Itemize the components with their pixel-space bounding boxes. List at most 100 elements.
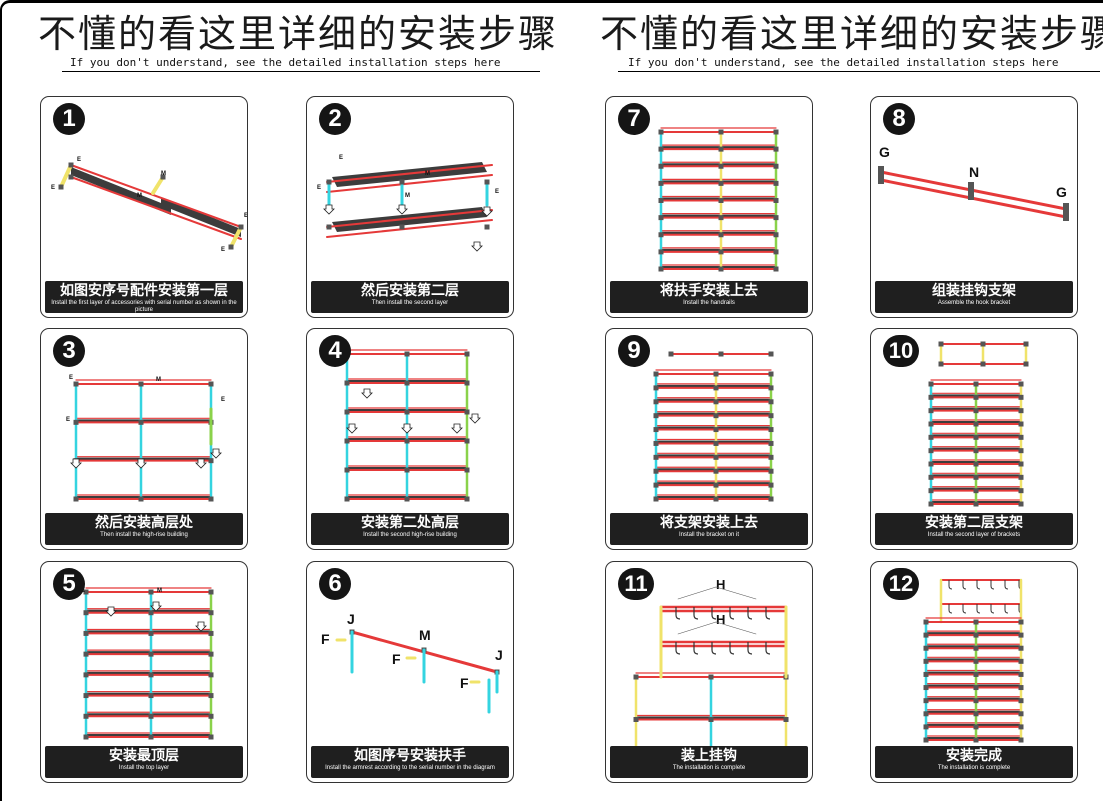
hook-icon xyxy=(990,604,995,614)
joint xyxy=(1018,737,1024,743)
rail xyxy=(326,164,493,183)
joint xyxy=(713,454,719,460)
joint xyxy=(973,394,979,400)
joint xyxy=(633,674,639,680)
hook-icon xyxy=(976,604,981,614)
step-12-illustration xyxy=(923,578,1024,743)
down-arrow-icon xyxy=(150,601,162,612)
down-arrow-icon xyxy=(401,423,413,434)
part-label: E xyxy=(69,375,73,381)
joint xyxy=(464,351,470,357)
step-caption-en: Install the second layer of brackets xyxy=(927,532,1021,538)
joint xyxy=(713,371,719,377)
joint xyxy=(653,496,659,502)
joint xyxy=(768,413,774,419)
down-arrow-icon xyxy=(451,423,463,434)
joint xyxy=(399,224,405,230)
step-caption-en: Install the second high-rise building xyxy=(363,532,457,538)
joint xyxy=(923,737,929,743)
joint xyxy=(923,724,929,730)
step-number-badge: 5 xyxy=(53,568,85,600)
joint xyxy=(713,427,719,433)
joint xyxy=(208,496,214,502)
joint xyxy=(83,589,89,595)
joint xyxy=(73,419,79,425)
page-subtitle: If you don't understand, see the detaile… xyxy=(70,56,501,69)
joint xyxy=(208,458,214,464)
joint xyxy=(718,198,724,203)
step-caption-en: Install the bracket on it xyxy=(678,532,740,538)
joint xyxy=(973,658,979,664)
page-subtitle: If you don't understand, see the detaile… xyxy=(628,56,1059,69)
joint xyxy=(344,467,350,473)
joint xyxy=(718,266,724,272)
joint xyxy=(83,734,89,740)
joint xyxy=(973,619,979,625)
part-label: M xyxy=(405,193,410,199)
joint xyxy=(344,409,350,415)
step-caption: 安装完成 The installation is complete xyxy=(875,746,1073,778)
joint xyxy=(668,351,674,357)
hook-icon xyxy=(990,580,995,590)
joint xyxy=(1018,461,1024,467)
joint xyxy=(973,421,979,427)
joint xyxy=(923,711,929,717)
joint xyxy=(973,737,979,743)
down-arrow-icon xyxy=(70,458,82,469)
joint xyxy=(1023,361,1029,367)
joint xyxy=(83,672,89,678)
joint xyxy=(464,467,470,473)
step-caption-cn: 安装第二处高层 xyxy=(361,515,459,531)
title-underline xyxy=(618,71,1100,72)
joint xyxy=(980,361,986,367)
joint xyxy=(238,224,244,230)
joint xyxy=(633,717,639,722)
joint xyxy=(464,380,470,386)
joint xyxy=(464,496,470,502)
joint xyxy=(938,361,944,367)
step-number-badge: 12 xyxy=(883,568,919,600)
hook-icon xyxy=(693,642,699,655)
step-9-illustration xyxy=(653,351,774,502)
step-caption: 如图安序号配件安装第一层 Install the first layer of … xyxy=(45,281,243,313)
joint xyxy=(718,232,724,238)
post xyxy=(59,163,73,189)
joint xyxy=(973,632,979,638)
joint xyxy=(713,482,719,488)
joint xyxy=(923,632,929,638)
joint xyxy=(768,399,774,405)
down-arrow-icon xyxy=(469,413,481,424)
joint xyxy=(484,224,490,230)
joint xyxy=(653,468,659,474)
step-caption-cn: 安装最顶层 xyxy=(109,748,179,764)
joint xyxy=(653,454,659,460)
step-number-badge: 9 xyxy=(618,335,650,367)
joint xyxy=(928,394,934,400)
step-caption: 将扶手安装上去 Install the handrails xyxy=(610,281,808,313)
step-4-illustration xyxy=(344,349,481,502)
joint xyxy=(718,180,724,186)
joint xyxy=(148,672,154,678)
leader-line xyxy=(715,586,757,600)
part-label: J xyxy=(495,647,503,663)
joint xyxy=(973,685,979,691)
joint xyxy=(148,693,154,699)
joint xyxy=(653,399,659,405)
part-label: M xyxy=(157,588,162,594)
down-arrow-icon xyxy=(471,241,483,252)
joint xyxy=(658,215,664,221)
hook-icon xyxy=(1004,604,1009,614)
step-caption-cn: 然后安装高层处 xyxy=(95,515,193,531)
step-card-5: EM 5 安装最顶层 Install the top layer xyxy=(40,561,248,783)
joint xyxy=(923,698,929,704)
down-arrow-icon xyxy=(135,458,147,469)
step-card-7: 7 将扶手安装上去 Install the handrails xyxy=(605,96,813,318)
joint xyxy=(1018,711,1024,717)
step-card-9: 9 将支架安装上去 Install the bracket on it xyxy=(605,328,813,550)
leader-line xyxy=(677,621,717,635)
hook-icon xyxy=(675,607,681,620)
joint xyxy=(83,693,89,699)
part-label: E xyxy=(51,185,55,191)
joint xyxy=(208,381,214,387)
